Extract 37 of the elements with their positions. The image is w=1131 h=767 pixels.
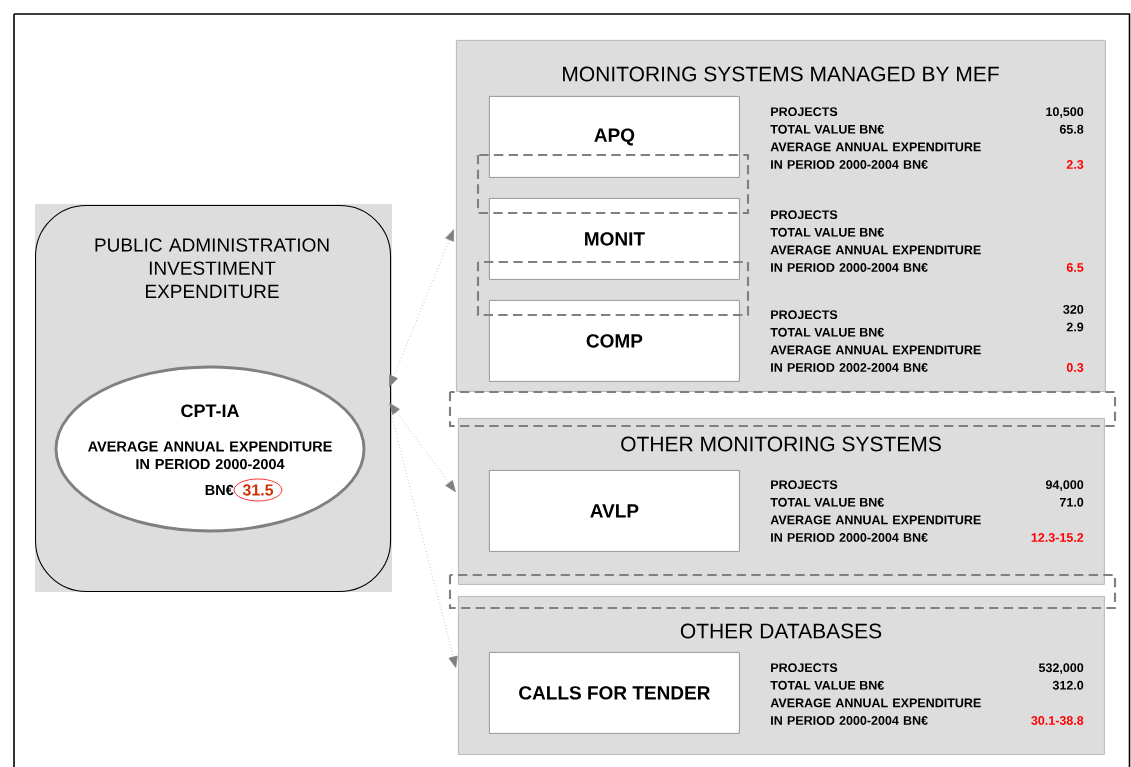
arrow: [389, 229, 454, 387]
arrow: [388, 405, 458, 668]
system-box: COMP: [489, 300, 740, 382]
system-box: AVLP: [489, 470, 740, 552]
stat-value: 312.0: [1052, 680, 1084, 690]
system-box: APQ: [489, 96, 740, 178]
stat-value: 94,000: [1045, 480, 1084, 491]
stat-label: TOTAL VALUE BN€: [770, 124, 884, 134]
stat-value: 65.8: [1059, 124, 1084, 134]
system-box: CALLS FOR TENDER: [489, 652, 740, 734]
stat-value: 10,500: [1046, 107, 1084, 118]
stat-value: 320: [1063, 304, 1084, 314]
stat-label: TOTAL VALUE BN€: [770, 680, 884, 690]
system-box: MONIT: [489, 198, 740, 280]
stat-label: AVERAGE ANNUAL EXPENDITURE IN PERIOD 2000-2004 BN€: [770, 515, 981, 542]
stat-label: TOTAL VALUE BN€: [770, 497, 884, 507]
stat-value: 6.5: [1066, 263, 1084, 272]
stat-label: PROJECTS: [771, 663, 838, 673]
stat-value: 532,000: [1038, 663, 1084, 674]
stat-value: 0.3: [1066, 363, 1084, 372]
stat-label: TOTAL VALUE BN€: [770, 227, 884, 237]
stat-label: PROJECTS: [771, 480, 838, 490]
stat-value: 2.9: [1066, 322, 1084, 332]
stat-label: AVERAGE ANNUAL EXPENDITURE IN PERIOD 2000-2004 BN€: [770, 142, 981, 169]
stat-label: PROJECTS: [771, 210, 838, 220]
stat-label: AVERAGE ANNUAL EXPENDITURE IN PERIOD 2000-2004 BN€: [770, 245, 981, 272]
arrow: [389, 402, 456, 492]
stat-label: AVERAGE ANNUAL EXPENDITURE IN PERIOD 2000-2004 BN€: [770, 698, 981, 725]
stat-value: 30.1-38.8: [1031, 716, 1084, 725]
stat-label: PROJECTS: [771, 107, 838, 117]
stat-label: AVERAGE ANNUAL EXPENDITURE IN PERIOD 2002-2004 BN€: [770, 345, 981, 372]
highlighted-value: 31.5: [233, 478, 283, 502]
stat-label: TOTAL VALUE BN€: [770, 327, 884, 337]
stat-label: PROJECTS: [771, 310, 838, 320]
stat-value: 12.3-15.2: [1031, 533, 1084, 542]
stat-value: 2.3: [1066, 160, 1084, 169]
stat-value: 71.0: [1059, 497, 1084, 507]
